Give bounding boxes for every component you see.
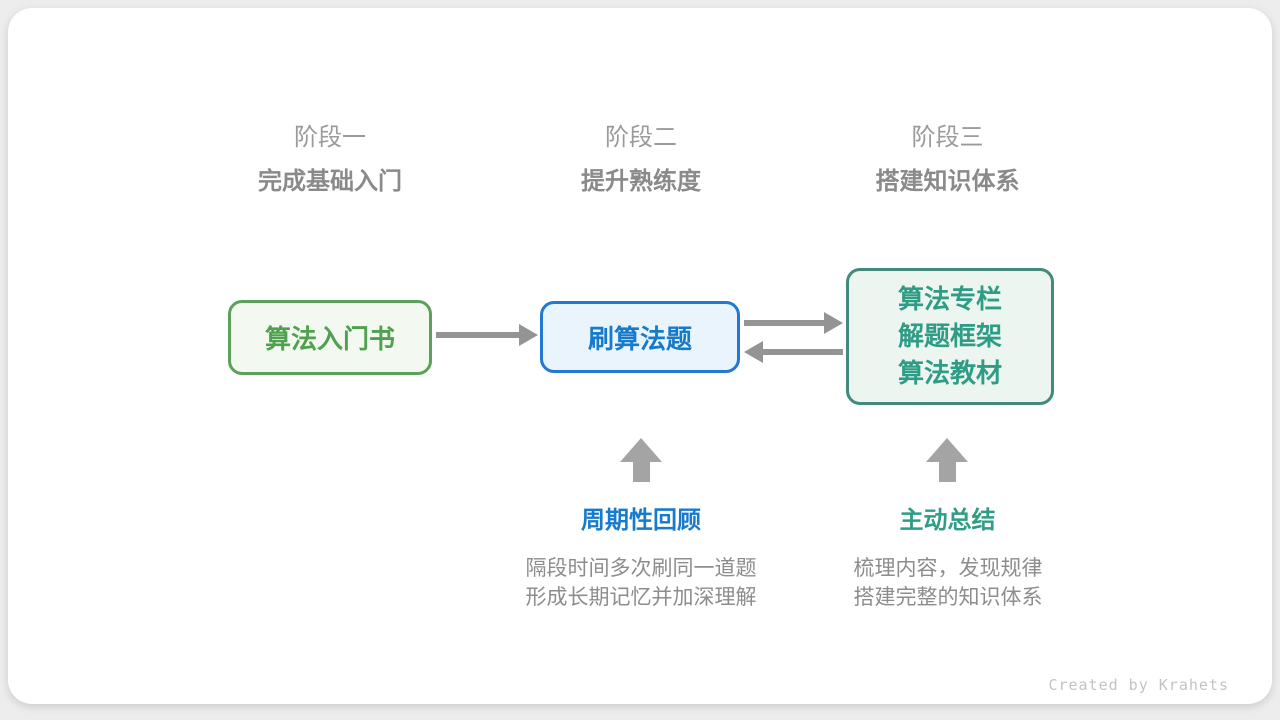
node-practice-problems-label: 刷算法题: [587, 323, 692, 354]
stage-2-subtitle: 提升熟练度: [581, 168, 701, 195]
node-advanced-resources-line-3: 算法教材: [897, 358, 1002, 388]
annotation-periodic-review-desc-line-1: 隔段时间多次刷同一道题: [525, 557, 757, 580]
stage-1-label: 阶段一: [294, 124, 366, 151]
stage-2-label: 阶段二: [605, 124, 677, 151]
stage-3-label: 阶段三: [911, 124, 984, 151]
arrow-right-icon: [436, 324, 538, 346]
arrow-right-icon: [744, 312, 843, 334]
arrow-up-icon: [620, 438, 662, 482]
annotation-active-summary-desc-line-1: 梳理内容，发现规律: [853, 557, 1043, 580]
annotation-active-summary-desc-line-2: 搭建完整的知识体系: [853, 586, 1043, 609]
watermark-credit: Created by Krahets: [1048, 676, 1229, 694]
node-intro-book: 算法入门书: [228, 300, 432, 375]
arrow-up-head: [620, 438, 662, 462]
annotation-active-summary-desc: 梳理内容，发现规律 搭建完整的知识体系: [808, 554, 1088, 612]
node-practice-problems: 刷算法题: [540, 301, 740, 373]
arrow-up-head: [926, 438, 968, 462]
node-advanced-resources-line-1: 算法专栏: [897, 284, 1002, 314]
node-intro-book-label: 算法入门书: [264, 324, 395, 354]
annotation-periodic-review-title: 周期性回顾: [581, 507, 701, 534]
arrow-up-stem: [632, 462, 650, 482]
arrow-up-stem: [938, 462, 956, 482]
annotation-active-summary-title: 主动总结: [899, 507, 996, 534]
arrow-left-icon: [744, 341, 843, 363]
arrow-up-icon: [926, 438, 968, 482]
annotation-periodic-review-desc: 隔段时间多次刷同一道题 形成长期记忆并加深理解: [466, 554, 816, 612]
node-advanced-resources: 算法专栏 解题框架 算法教材: [846, 268, 1054, 405]
stage-3-subtitle: 搭建知识体系: [875, 168, 1020, 195]
annotation-periodic-review-desc-line-2: 形成长期记忆并加深理解: [525, 586, 757, 609]
stage-1-subtitle: 完成基础入门: [258, 168, 402, 195]
diagram-card: 阶段一 完成基础入门 阶段二 提升熟练度 阶段三 搭建知识体系 算法入门书 刷算…: [8, 8, 1272, 704]
node-advanced-resources-line-2: 解题框架: [897, 321, 1002, 351]
